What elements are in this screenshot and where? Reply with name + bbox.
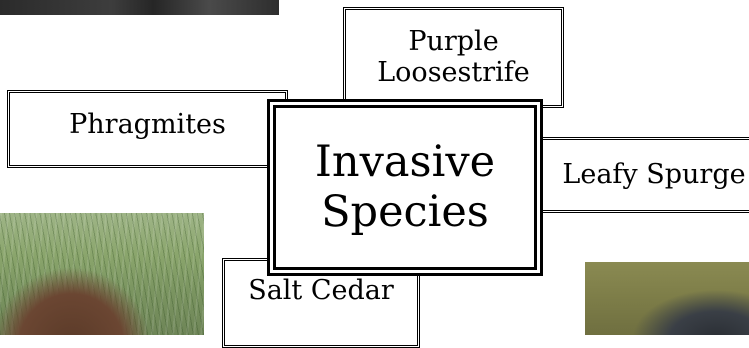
node-purple-loosestrife-label: Purple Loosestrife — [377, 26, 530, 88]
center-node-invasive-species: Invasive Species — [267, 99, 543, 276]
node-salt-cedar-label: Salt Cedar — [248, 275, 394, 306]
center-node-line1: Invasive — [315, 137, 495, 187]
photo-fragment-bottom-left — [0, 213, 204, 335]
node-phragmites-label: Phragmites — [69, 109, 226, 140]
node-leafy-spurge: Leafy Spurge — [532, 137, 749, 213]
center-node-line2: Species — [321, 187, 489, 237]
node-purple-loosestrife-line1: Purple — [408, 26, 498, 57]
photo-fragment-top-left — [0, 0, 279, 15]
center-node-label: Invasive Species — [315, 138, 495, 237]
node-phragmites: Phragmites — [7, 90, 288, 168]
node-leafy-spurge-label: Leafy Spurge — [562, 159, 745, 190]
photo-fragment-bottom-right — [585, 262, 749, 335]
node-purple-loosestrife-line2: Loosestrife — [377, 57, 530, 88]
node-purple-loosestrife: Purple Loosestrife — [343, 7, 564, 108]
